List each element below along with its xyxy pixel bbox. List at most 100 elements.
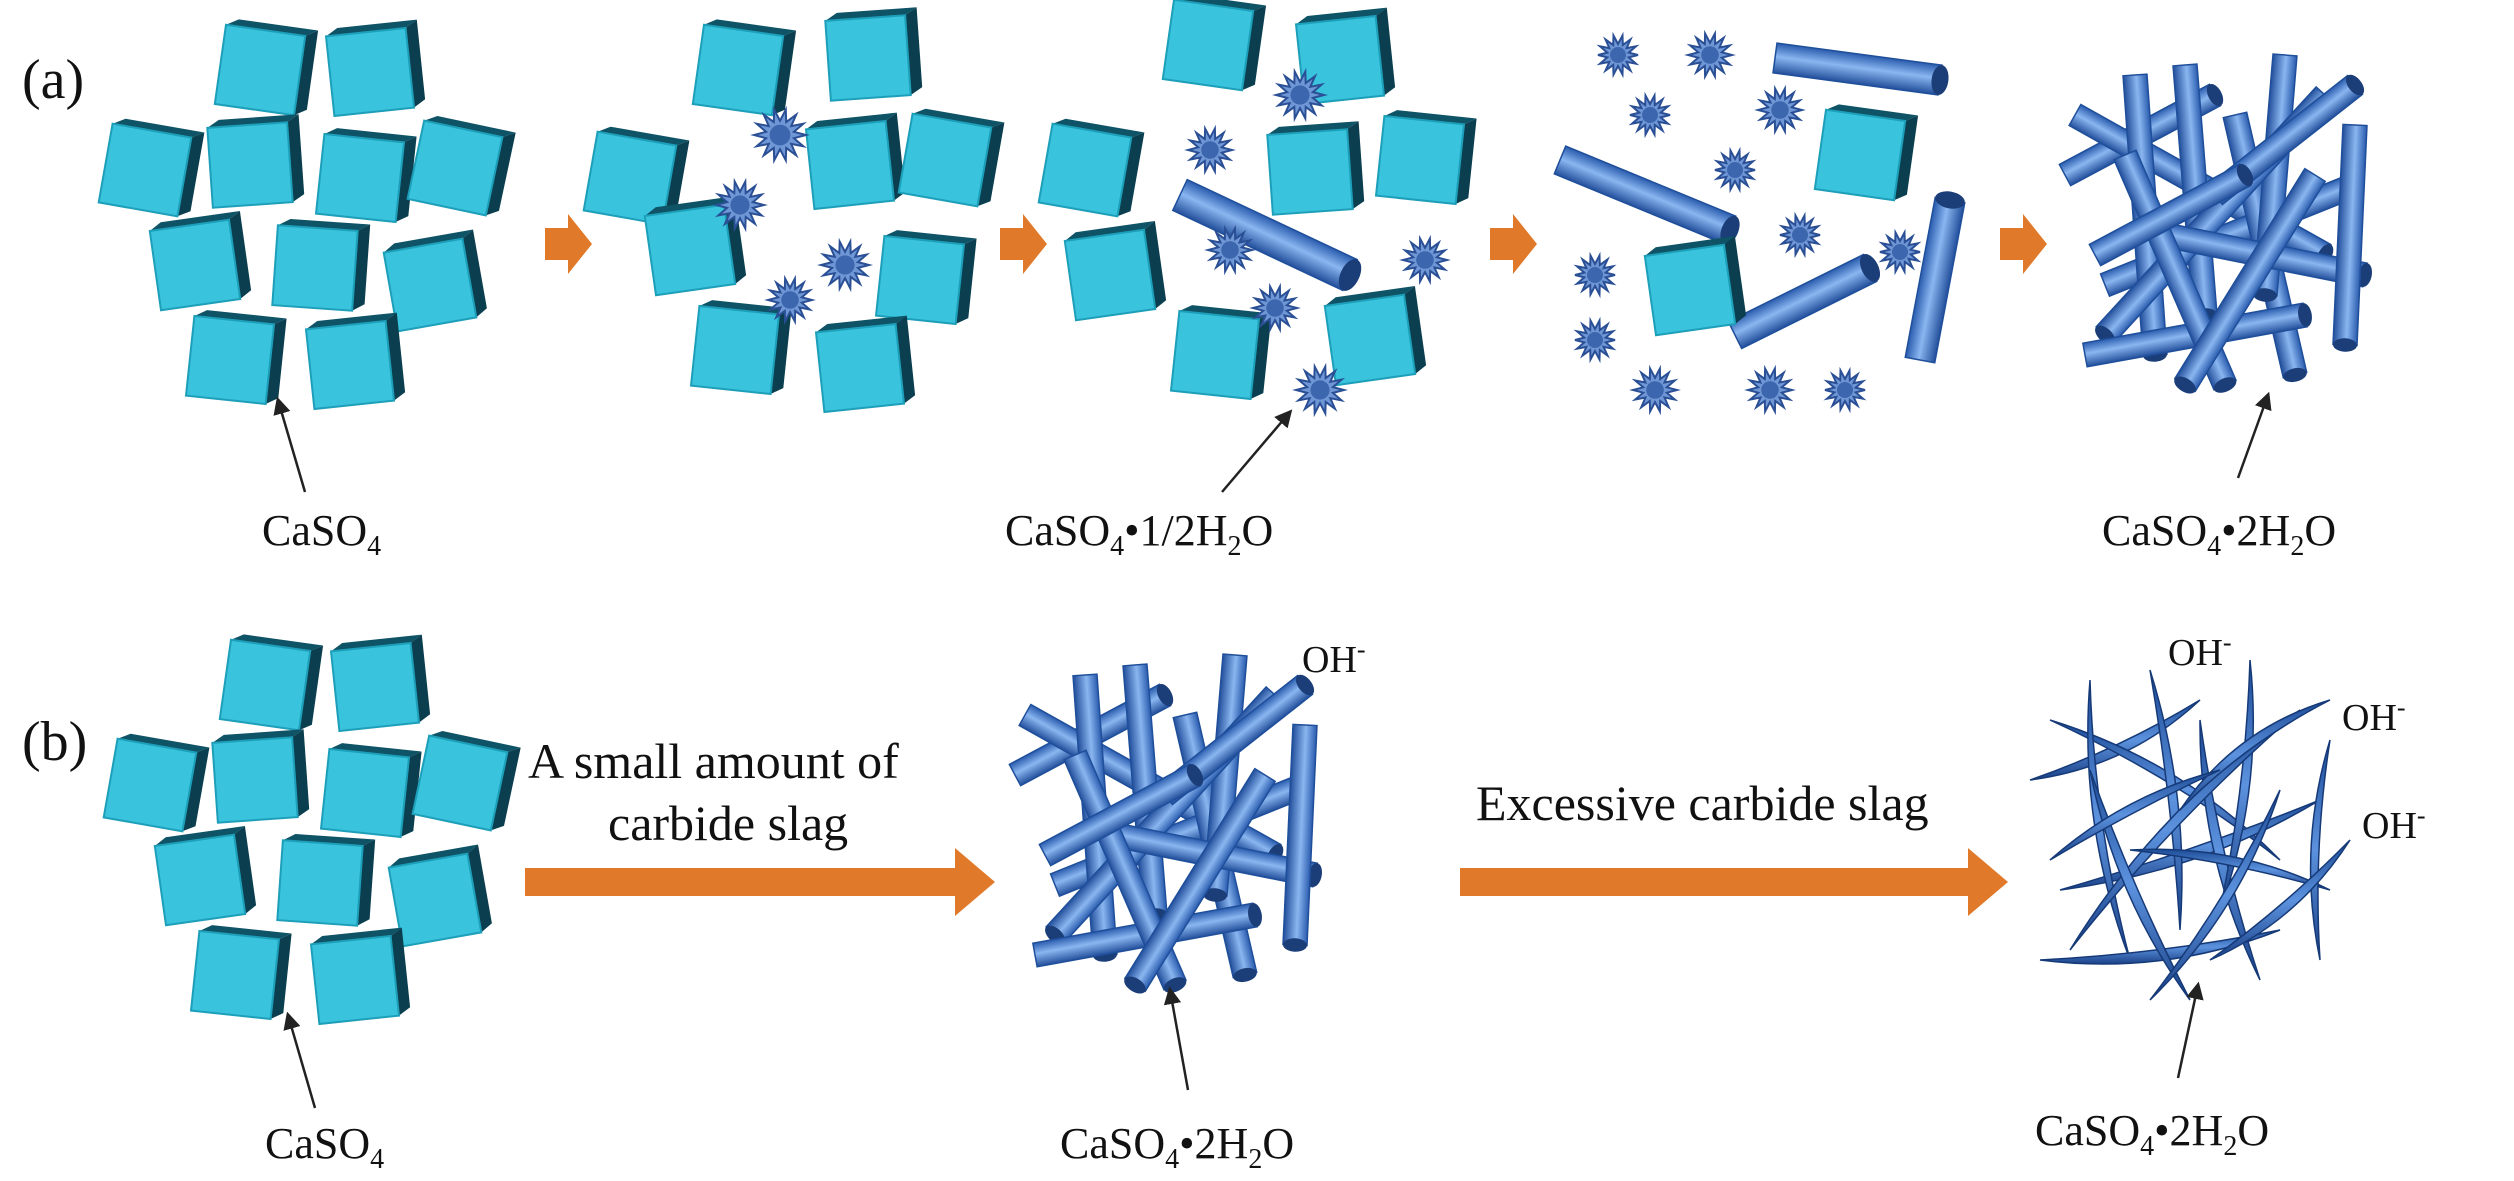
- crystal-top-face: [213, 23, 307, 117]
- formula-subscript: 4: [367, 531, 381, 562]
- crystal-side-face: [467, 844, 492, 933]
- process-arrow: [1000, 214, 1047, 274]
- step-caption-small-amount-line1: A small amount of: [528, 733, 899, 789]
- caso4-crystal: [206, 114, 305, 209]
- formula-base: CaSO: [2035, 1106, 2140, 1155]
- crystal-top-face: [874, 234, 966, 326]
- caso4-crystal: [218, 634, 324, 732]
- crystal-side-face: [1296, 7, 1387, 25]
- rod-end: [1295, 674, 1315, 696]
- crystal-side-face: [154, 826, 245, 846]
- rod-body: [1123, 767, 1277, 994]
- formula-end: O: [2237, 1106, 2269, 1155]
- rod-end: [2283, 367, 2307, 383]
- rod-body: [1038, 763, 1204, 867]
- rod-body: [1553, 145, 1740, 245]
- panel-label-b: (b): [22, 711, 87, 773]
- hemihydrate-nucleus: [1292, 362, 1348, 418]
- crystal-side-face: [662, 140, 690, 225]
- crystal-top-face: [319, 747, 411, 839]
- dihydrate-rod: [1727, 253, 1881, 350]
- rod-shaft: [1553, 145, 1737, 245]
- label-caso4-a: CaSO4: [262, 506, 381, 562]
- nucleus-core: [1837, 382, 1853, 398]
- formula-subscript: 2: [2223, 1131, 2237, 1162]
- crystal-top-face: [324, 26, 416, 118]
- dihydrate-rod: [2332, 123, 2368, 352]
- nucleus-core: [1290, 85, 1310, 105]
- needle-body: [2129, 848, 2331, 891]
- caso4-crystal: [148, 211, 252, 312]
- crystal-top-face: [218, 638, 312, 732]
- crystal-side-face: [311, 927, 402, 945]
- caso4-crystal: [582, 126, 690, 226]
- crystal-side-face: [149, 211, 240, 231]
- crystal-side-face: [704, 19, 797, 36]
- dihydrate-needle: [2199, 719, 2261, 981]
- needle-body: [2029, 699, 2201, 781]
- formula-subscript: 2: [1248, 1144, 1262, 1175]
- crystal-top-face: [304, 319, 396, 411]
- nucleus-core: [1610, 47, 1626, 63]
- formula-base: CaSO: [2102, 506, 2207, 555]
- nucleus-core: [1587, 267, 1603, 283]
- hemihydrate-nucleus: [1184, 124, 1236, 176]
- formula-base: CaSO: [265, 1119, 370, 1168]
- caso4-crystal: [824, 7, 923, 102]
- crystal-side-face: [299, 645, 324, 731]
- crystal-side-face: [194, 310, 287, 325]
- dihydrate-needle: [2149, 669, 2183, 931]
- hydroxide-label: OH-: [2342, 693, 2406, 739]
- hemihydrate-nucleus: [1629, 364, 1681, 416]
- rod-body: [1727, 253, 1881, 350]
- needle-body: [2149, 789, 2281, 1001]
- caso4-crystal: [1169, 305, 1272, 401]
- dihydrate-rod: [1553, 145, 1740, 245]
- panel-b-arrows: [525, 848, 2008, 916]
- crystal-side-face: [395, 136, 417, 222]
- crystal-top-face: [314, 132, 406, 224]
- caso4-crystal: [1294, 7, 1396, 106]
- panel-a-stage2-cubes-and-nuclei: [582, 7, 1005, 414]
- crystal-side-face: [400, 751, 422, 837]
- crystal-side-face: [816, 315, 907, 333]
- hemihydrate-nucleus: [1744, 364, 1796, 416]
- rod-end: [2206, 83, 2224, 107]
- hydroxide-label: OH-: [2168, 628, 2232, 674]
- ion-superscript: -: [2397, 693, 2406, 722]
- crystal-top-face: [276, 839, 364, 927]
- crystal-side-face: [772, 30, 797, 116]
- crystal-top-face: [1169, 309, 1261, 401]
- formula-end: O: [1242, 506, 1274, 555]
- rod-body: [1904, 191, 1966, 364]
- crystal-top-face: [1063, 228, 1157, 322]
- crystal-top-face: [406, 119, 504, 217]
- caso4-crystal: [691, 19, 797, 117]
- caso4-crystal: [814, 315, 916, 414]
- nucleus-core: [1587, 332, 1603, 348]
- rod-end: [1283, 938, 1307, 952]
- rod-end: [1859, 254, 1881, 282]
- hemihydrate-nucleus: [1272, 67, 1328, 123]
- panel-a-stage1-caso4-cubes: [97, 19, 516, 411]
- rod-shaft: [1727, 253, 1878, 350]
- hydroxide-label: OH-: [1302, 635, 1366, 681]
- crystal-side-face: [485, 132, 516, 216]
- nucleus-core: [1416, 251, 1434, 269]
- caso4-crystal: [1161, 0, 1267, 92]
- crystal-side-face: [1267, 121, 1359, 135]
- rod-end: [2333, 338, 2357, 352]
- crystal-side-face: [1179, 305, 1272, 320]
- crystal-side-face: [352, 224, 371, 311]
- crystal-side-face: [199, 925, 292, 940]
- rod-end: [1124, 976, 1146, 994]
- panel-b-stage1-caso4-cubes: [102, 634, 521, 1026]
- caso4-crystal: [689, 300, 792, 396]
- crystal-top-face: [1266, 128, 1354, 216]
- needle-body: [2039, 929, 2281, 965]
- nucleus-core: [1892, 244, 1908, 260]
- panel-label-a: (a): [22, 49, 84, 111]
- crystal-side-face: [229, 211, 252, 299]
- formula-end: O: [1262, 1119, 1294, 1168]
- crystal-top-face: [97, 122, 193, 218]
